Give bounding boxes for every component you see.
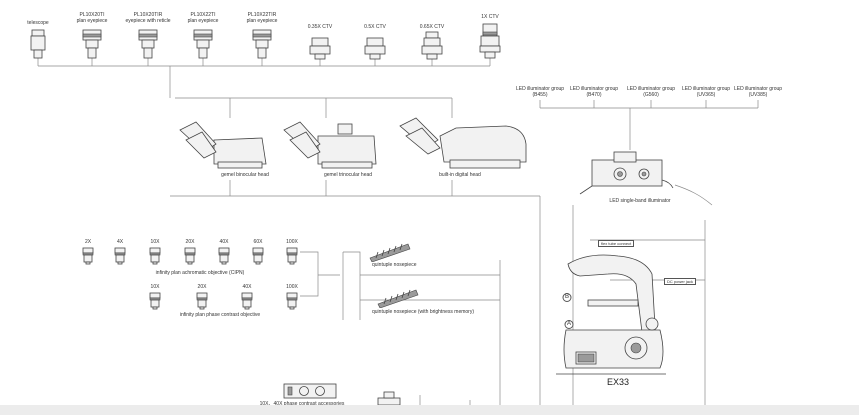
eyepiece-icon xyxy=(82,29,102,59)
nosepiece-memory-label: quintuple nosepiece (with brightness mem… xyxy=(372,309,474,315)
achromatic-mag-label: 4X xyxy=(116,239,124,245)
achromatic-objective-icon xyxy=(149,247,161,265)
achromatic-mag-label: 10X xyxy=(150,239,160,245)
ctv-label-035: 0.35X CTV xyxy=(307,24,333,30)
ctv-adapter-icon-065 xyxy=(421,31,443,60)
telescope-icon xyxy=(30,29,46,59)
eyepiece-icon-22 xyxy=(193,29,213,59)
ctv-adapter-icon-1x xyxy=(479,23,501,59)
achromatic-mag-label: 20X xyxy=(185,239,195,245)
led-group-label-b455: LED illuminator group (B455) xyxy=(515,86,565,98)
phase-objective-icon xyxy=(286,292,298,310)
head-label-binocular: gemel binocular head xyxy=(221,172,269,178)
flex-tube-callout: flex tube connect xyxy=(598,240,635,247)
achromatic-mag-label: 2X xyxy=(84,239,92,245)
phase-objective-icon xyxy=(149,292,161,310)
trinocular-head-icon xyxy=(283,121,377,169)
achromatic-objective-icon xyxy=(82,247,94,265)
phase-objective-label: infinity plan phase contrast objective xyxy=(179,312,261,318)
led-group-label-uv365: LED illuminator group (UV365) xyxy=(681,86,731,98)
achromatic-objective-icon xyxy=(114,247,126,265)
microscope-body-icon xyxy=(556,254,666,375)
phase-objective-icon xyxy=(241,292,253,310)
phase-mag-label: 20X xyxy=(197,284,207,290)
dc-power-callout: DC power jack xyxy=(664,278,697,285)
eyepiece-label-telescope: telescope xyxy=(27,20,49,26)
achromatic-objective-icon xyxy=(286,247,298,265)
eyepiece-reticle-icon xyxy=(138,29,158,59)
phase-mag-label: 10X xyxy=(150,284,160,290)
nosepiece-memory-icon xyxy=(377,289,419,308)
phase-mag-label: 100X xyxy=(286,284,298,290)
bottom-bar xyxy=(0,405,859,415)
phase-accessories-label: 10X、40X phase contrast accessories xyxy=(259,401,345,407)
led-single-label: LED single-band illuminator xyxy=(609,198,671,204)
digital-head-icon xyxy=(399,117,527,169)
marker-b: B xyxy=(562,293,572,302)
achromatic-objective-label: infinity plan achromatic objective (CIPN… xyxy=(155,270,245,276)
achromatic-mag-label: 60X xyxy=(253,239,263,245)
led-group-label-b470: LED illuminator group (B470) xyxy=(569,86,619,98)
eyepiece-label-pl10x22tir: PL10X22TIR plan eyepiece xyxy=(246,12,278,24)
eyepiece-reticle-icon-22 xyxy=(252,29,272,59)
model-label: EX33 xyxy=(606,377,630,387)
ctv-label-05: 0.5X CTV xyxy=(364,24,386,30)
head-label-digital: built-in digital head xyxy=(439,172,481,178)
ctv-adapter-icon xyxy=(309,37,331,60)
achromatic-objective-icon xyxy=(184,247,196,265)
nosepiece-label: quintuple nosepiece xyxy=(372,262,417,268)
led-illuminator-icon xyxy=(579,151,674,195)
phase-mag-label: 40X xyxy=(242,284,252,290)
condenser-icon xyxy=(377,391,401,406)
ctv-label-065: 0.65X CTV xyxy=(419,24,445,30)
binocular-head-icon xyxy=(179,121,267,169)
led-group-label-g560: LED illuminator group (G560) xyxy=(626,86,676,98)
nosepiece-icon xyxy=(369,243,411,262)
phase-slider-icon xyxy=(283,383,337,399)
marker-a: A xyxy=(564,320,574,329)
achromatic-mag-label: 40X xyxy=(219,239,229,245)
led-group-label-uv385: LED illuminator group (UV385) xyxy=(733,86,783,98)
achromatic-objective-icon xyxy=(218,247,230,265)
eyepiece-label-pl10x20ti: PL10X20TI plan eyepiece xyxy=(76,12,108,24)
achromatic-objective-icon xyxy=(252,247,264,265)
ctv-adapter-icon-05 xyxy=(364,37,386,60)
phase-objective-icon xyxy=(196,292,208,310)
eyepiece-label-pl10x22ti: PL10X22TI plan eyepiece xyxy=(187,12,219,24)
eyepiece-label-pl10x20tir: PL10X20TIR eyepiece with reticle xyxy=(125,12,171,24)
ctv-label-1x: 1X CTV xyxy=(481,14,499,20)
head-label-trinocular: gemel trinocular head xyxy=(323,172,373,178)
achromatic-mag-label: 100X xyxy=(286,239,298,245)
